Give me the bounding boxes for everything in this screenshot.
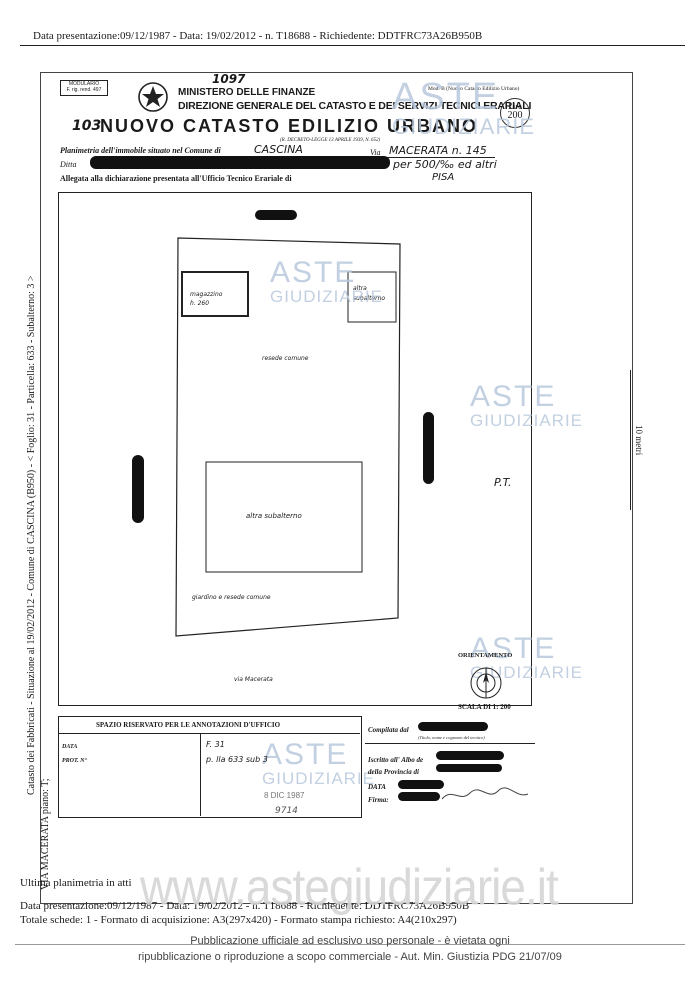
compilata-label: Compilata dal <box>368 726 409 734</box>
ditta-share: per 500/‰ ed altri <box>393 158 497 171</box>
watermark-low-small: GIUDIZIARIE <box>262 769 376 788</box>
data2-redaction <box>398 780 444 789</box>
stamp-date: 8 DIC 1987 <box>264 791 305 800</box>
data-label: DATA <box>62 744 78 750</box>
header-rule <box>20 45 685 46</box>
ditta-redaction <box>90 156 390 169</box>
plan-redaction-right <box>423 412 434 484</box>
provincia-redaction <box>436 764 502 772</box>
provincia-label: della Provincia di <box>368 768 419 776</box>
label-giardino: giardino e resede comune <box>192 594 271 601</box>
ditta-label: Ditta <box>60 160 77 169</box>
compilata-rule <box>365 743 535 744</box>
scale-ruler-label: 10 metri <box>634 425 644 456</box>
signature-scribble <box>440 785 530 805</box>
plan-redaction-top <box>255 210 297 220</box>
lot-outline <box>175 237 401 637</box>
decree-text: (R. DECRETO-LEGGE 13 APRILE 1939, N. 652… <box>280 138 381 143</box>
watermark-mid2-small: GIUDIZIARIE <box>470 411 584 430</box>
particella-value: p. lla 633 sub 3 <box>206 755 268 764</box>
footer-line2: Totale schede: 1 - Formato di acquisizio… <box>20 914 457 926</box>
annotazioni-divider <box>200 733 201 816</box>
form-number: 1097 <box>212 72 246 86</box>
bottom-rule <box>15 944 685 945</box>
catasto-number: 103 <box>72 118 102 134</box>
lire-stamp: Lire 200 <box>500 98 530 128</box>
plan-frame <box>58 192 532 706</box>
via-value: MACERATA n. 145 <box>389 144 487 157</box>
annotazioni-box <box>58 716 362 818</box>
firma-label: Firma: <box>368 796 389 804</box>
modulario-line2: F. rig. rend. 497 <box>66 87 102 93</box>
disclaimer-line1: Pubblicazione ufficiale ad esclusivo uso… <box>190 935 510 947</box>
scale-ruler-line <box>630 370 631 510</box>
iscritto-redaction <box>436 751 504 760</box>
watermark-mid2: ASTE GIUDIZIARIE <box>470 380 584 430</box>
watermark-low: ASTE GIUDIZIARIE <box>262 738 376 788</box>
label-via: via Macerata <box>234 676 273 683</box>
altra-subalterno-room <box>347 271 397 323</box>
watermark-url: www.astegiudiziarie.it <box>140 858 559 916</box>
label-pt: P.T. <box>494 476 512 489</box>
model-label: Mod. B (Nuovo Catasto Edilizio Urbano) <box>428 86 520 92</box>
footer-line1: Data presentazione:09/12/1987 - Data: 19… <box>20 900 470 912</box>
watermark-mid1: ASTE GIUDIZIARIE <box>270 256 384 306</box>
magazzino-room <box>181 271 249 317</box>
watermark-mid3-small: GIUDIZIARIE <box>470 663 584 682</box>
label-resede: resede comune <box>262 355 309 362</box>
watermark-mid1-small: GIUDIZIARIE <box>270 287 384 306</box>
italian-emblem-icon <box>136 80 170 114</box>
compilata-redaction <box>418 722 488 731</box>
firma-redaction <box>398 792 440 801</box>
catasto-title: NUOVO CATASTO EDILIZIO URBANO <box>100 116 479 136</box>
watermark-mid3-big: ASTE <box>470 632 557 665</box>
document-frame <box>40 72 633 904</box>
modulario-line1: MODULARIO <box>68 81 100 87</box>
watermark-low-big: ASTE <box>262 738 349 771</box>
planimetria-label: Planimetria dell'immobile situato nel Co… <box>60 146 221 155</box>
prot-value: 9714 <box>275 806 298 816</box>
label-altra-subalterno: altra subalterno <box>353 285 386 302</box>
via-label: Via <box>370 148 381 157</box>
annotazioni-title: SPAZIO RISERVATO PER LE ANNOTAZIONI D'UF… <box>96 721 281 729</box>
lire-stamp-line2: 200 <box>507 110 523 121</box>
inner-building <box>205 461 363 573</box>
data2-label: DATA <box>368 783 386 791</box>
compass-icon <box>469 666 503 700</box>
ultima-planimetria: Ultima planimetria in atti <box>20 877 132 889</box>
floor-plan <box>175 237 401 637</box>
label-magazzino: magazzino h. 260 <box>190 291 223 307</box>
scala-label: SCALA DI 1: 200 <box>458 703 511 711</box>
disclaimer-line2: ripubblicazione o riproduzione a scopo c… <box>138 951 562 963</box>
iscritto-label: Iscritto all' Albo de <box>368 756 424 764</box>
ufficio-value: PISA <box>432 172 455 183</box>
direction-title: DIREZIONE GENERALE DEL CATASTO E DEI SER… <box>178 100 532 112</box>
via-underline <box>385 157 495 158</box>
header-top: Data presentazione:09/12/1987 - Data: 19… <box>33 30 483 42</box>
side-vertical-text: Catasto dei Fabbricati - Situazione al 1… <box>26 275 37 795</box>
compilata-hint: (Titolo, nome e cognome del tecnico) <box>418 735 485 740</box>
plan-redaction-left <box>132 455 144 523</box>
label-altra-inner: altra subalterno <box>246 512 302 520</box>
prot-label: PROT. N° <box>62 758 87 764</box>
lire-stamp-line1: Lire <box>508 102 522 111</box>
watermark-mid2-big: ASTE <box>470 380 557 413</box>
orientamento-label: ORIENTAMENTO <box>458 652 513 659</box>
comune-value: CASCINA <box>254 143 303 156</box>
watermark-mid3: ASTE GIUDIZIARIE <box>470 632 584 682</box>
allegata-label: Allegata alla dichiarazione presentata a… <box>60 174 292 183</box>
watermark-mid1-big: ASTE <box>270 256 357 289</box>
side-vertical-text2: VIA MACERATA piano: T; <box>40 778 51 890</box>
annotazioni-header-rule <box>58 733 360 734</box>
modulario-box: MODULARIO F. rig. rend. 497 <box>60 80 108 96</box>
watermark-top: ASTE GIUDIZIARIE <box>392 78 535 138</box>
watermark-top-small: GIUDIZIARIE <box>392 114 536 139</box>
watermark-top-big: ASTE <box>392 76 500 118</box>
ministry-title: MINISTERO DELLE FINANZE <box>178 87 316 98</box>
foglio-value: F. 31 <box>206 740 225 749</box>
